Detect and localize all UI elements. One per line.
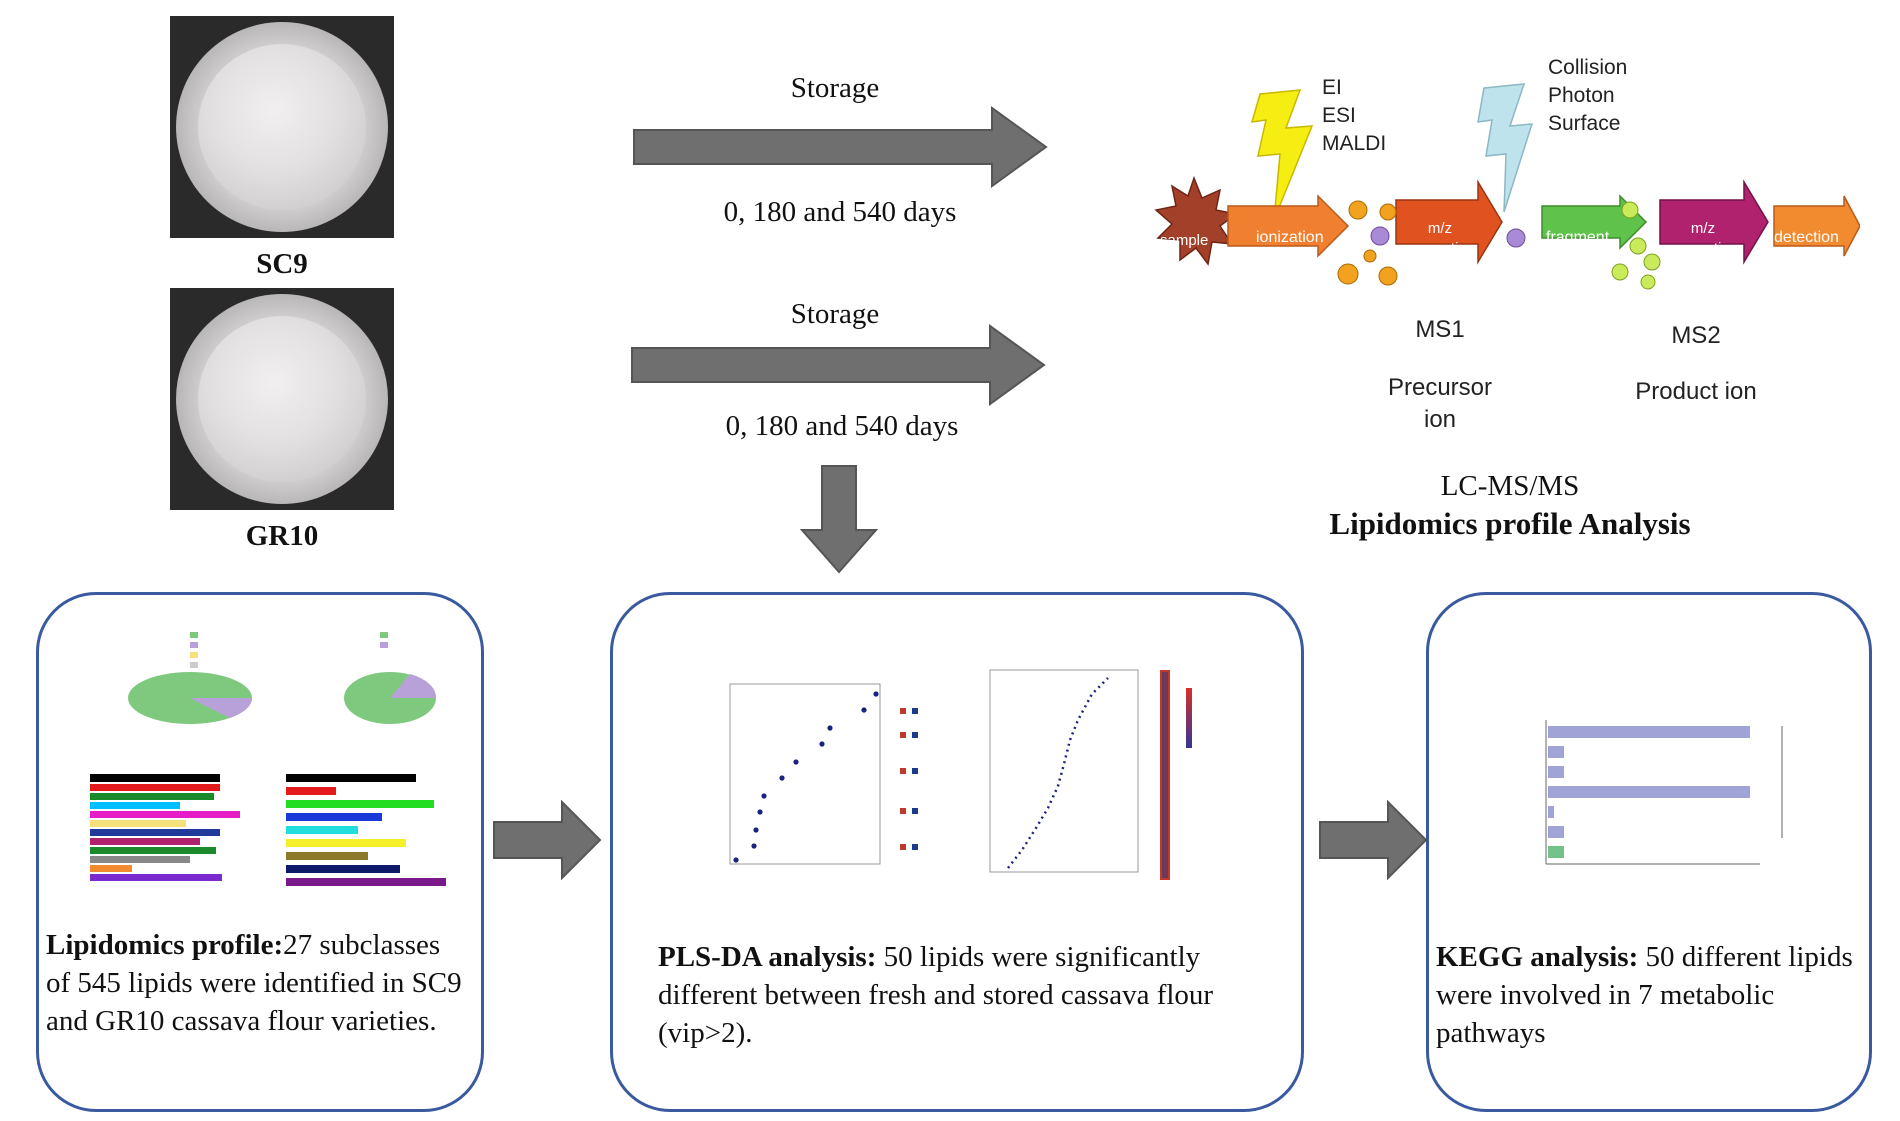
plsda-text: 50 lipids were significantly different b…	[658, 941, 1214, 1049]
sample-burst-icon	[1154, 175, 1238, 266]
storage-arrow-bottom	[631, 324, 1046, 406]
storage-arrow-top	[633, 106, 1048, 188]
step-sample-label: sample	[1160, 232, 1209, 249]
lipidomics-text: 27 subclasses of 545 lipids were identif…	[46, 929, 462, 1037]
fragmentation-surface: Surface	[1548, 112, 1621, 135]
box-arrow-2	[1319, 800, 1428, 880]
lipidomics-heading: Lipidomics profile:	[46, 929, 284, 961]
ms2-label: MS2	[1671, 322, 1721, 349]
sample-photo-sc9	[170, 16, 394, 238]
sample-label-sc9: SC9	[256, 248, 308, 280]
fragmentation-collision: Collision	[1548, 56, 1628, 79]
box-arrow-1	[493, 800, 602, 880]
ms-diagram	[1154, 83, 1860, 290]
lightning-fragmentation-icon	[1477, 83, 1534, 213]
fragmentation-photon: Photon	[1548, 84, 1615, 107]
ion-source-esi: ESI	[1322, 104, 1356, 127]
method-label: LC-MS/MS	[1440, 470, 1580, 502]
plsda-summary: PLS-DA analysis: 50 lipids were signific…	[658, 938, 1278, 1052]
lipid-pie-charts	[128, 632, 437, 724]
plsda-box	[610, 592, 1304, 1112]
lipid-bar-charts	[90, 774, 446, 886]
kegg-heading: KEGG analysis:	[1436, 941, 1639, 973]
step-separation2-label: m/z separation	[1667, 220, 1739, 257]
ms2-desc: Product ion	[1635, 378, 1757, 405]
sample-label-gr10: GR10	[245, 520, 319, 552]
lipidomics-summary: Lipidomics profile:27 subclasses of 545 …	[46, 926, 466, 1040]
step-detection-label: detection	[1774, 229, 1839, 246]
step-separation1-label: m/z separation	[1404, 220, 1476, 257]
step-ionization-label: ionization	[1256, 229, 1324, 246]
sample-photo-gr10	[170, 288, 394, 510]
lightning-ionization-icon	[1250, 89, 1314, 221]
ionization-step	[1227, 194, 1350, 258]
separation-step-1	[1395, 179, 1503, 265]
step-fragment-label: fragment	[1546, 229, 1610, 246]
kegg-box	[1426, 592, 1872, 1112]
vip-score-plots	[729, 669, 1192, 880]
ion-source-maldi: MALDI	[1322, 132, 1387, 155]
detection-step	[1773, 195, 1860, 257]
kegg-text: 50 different lipids were involved in 7 m…	[1436, 941, 1853, 1049]
storage-days-bottom: 0, 180 and 540 days	[725, 410, 959, 442]
ms1-desc: Precursor ion	[1387, 374, 1493, 433]
kegg-summary: KEGG analysis: 50 different lipids were …	[1436, 938, 1856, 1052]
storage-days-top: 0, 180 and 540 days	[723, 196, 957, 228]
down-arrow	[800, 465, 878, 574]
fragment-step	[1541, 194, 1648, 250]
analysis-title: Lipidomics profile Analysis	[1329, 506, 1691, 541]
storage-label-bottom: Storage	[790, 298, 880, 330]
ion-bursts-icon	[1337, 200, 1661, 290]
ms1-label: MS1	[1415, 316, 1465, 343]
kegg-classification-plot	[1545, 720, 1783, 865]
ion-source-ei: EI	[1322, 76, 1342, 99]
storage-label-top: Storage	[790, 72, 880, 104]
plsda-heading: PLS-DA analysis:	[658, 941, 877, 973]
separation-step-2	[1659, 179, 1769, 265]
